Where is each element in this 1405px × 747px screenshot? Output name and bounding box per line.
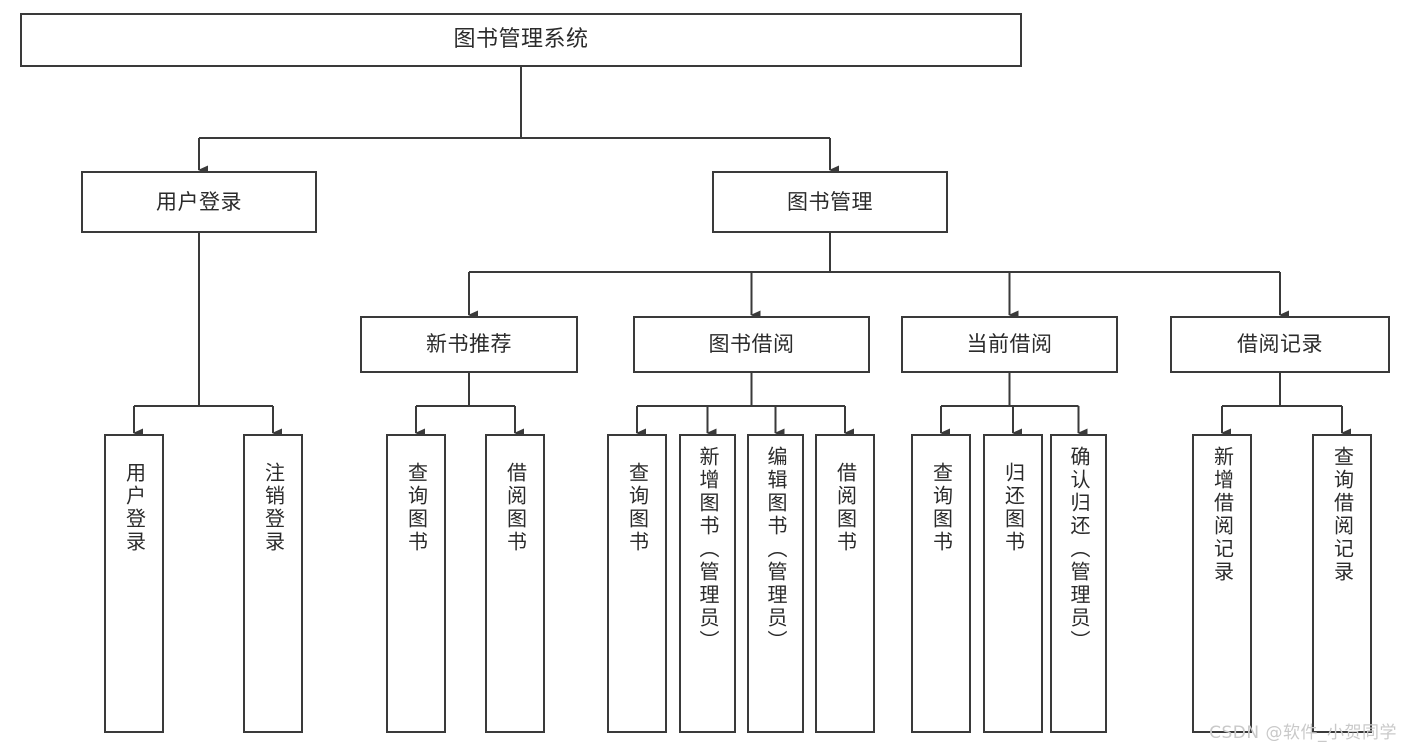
node-leaf-user-login-label: 用户登录 (122, 462, 147, 554)
node-leaf-query-book-2-label: 查询图书 (625, 462, 650, 554)
node-new-book-recommend[interactable]: 新书推荐 (360, 316, 578, 373)
node-book-borrow-label: 图书借阅 (708, 332, 795, 357)
node-current-borrow-label: 当前借阅 (966, 332, 1053, 357)
node-leaf-logout-label: 注销登录 (261, 462, 286, 554)
node-root-label: 图书管理系统 (453, 27, 589, 53)
node-leaf-query-book-3-label: 查询图书 (929, 462, 954, 554)
node-leaf-borrow-book-1[interactable]: 借阅图书 (485, 434, 545, 733)
node-leaf-return-book[interactable]: 归还图书 (983, 434, 1043, 733)
node-book-borrow[interactable]: 图书借阅 (633, 316, 870, 373)
node-leaf-add-book-label: 新增图书（管理员） (696, 446, 720, 653)
node-root[interactable]: 图书管理系统 (20, 13, 1022, 67)
node-leaf-logout[interactable]: 注销登录 (243, 434, 303, 733)
node-book-manage[interactable]: 图书管理 (712, 171, 948, 233)
node-leaf-query-book-3[interactable]: 查询图书 (911, 434, 971, 733)
node-leaf-confirm-return-label: 确认归还（管理员） (1067, 446, 1091, 653)
node-leaf-query-record-label: 查询借阅记录 (1330, 446, 1355, 584)
node-leaf-query-book-1-label: 查询图书 (404, 462, 429, 554)
node-user-login-label: 用户登录 (156, 189, 242, 214)
node-borrow-record[interactable]: 借阅记录 (1170, 316, 1390, 373)
node-new-book-recommend-label: 新书推荐 (426, 332, 512, 357)
node-leaf-user-login[interactable]: 用户登录 (104, 434, 164, 733)
node-leaf-add-book[interactable]: 新增图书（管理员） (679, 434, 736, 733)
node-leaf-add-record[interactable]: 新增借阅记录 (1192, 434, 1252, 733)
node-current-borrow[interactable]: 当前借阅 (901, 316, 1118, 373)
node-leaf-query-book-2[interactable]: 查询图书 (607, 434, 667, 733)
node-leaf-confirm-return[interactable]: 确认归还（管理员） (1050, 434, 1107, 733)
node-leaf-query-book-1[interactable]: 查询图书 (386, 434, 446, 733)
node-leaf-borrow-book-2[interactable]: 借阅图书 (815, 434, 875, 733)
node-book-manage-label: 图书管理 (787, 189, 873, 214)
node-leaf-borrow-book-1-label: 借阅图书 (503, 462, 528, 554)
node-leaf-query-record[interactable]: 查询借阅记录 (1312, 434, 1372, 733)
node-borrow-record-label: 借阅记录 (1237, 332, 1323, 357)
node-leaf-edit-book-label: 编辑图书（管理员） (764, 446, 788, 653)
node-leaf-add-record-label: 新增借阅记录 (1210, 446, 1235, 584)
node-user-login[interactable]: 用户登录 (81, 171, 317, 233)
node-leaf-return-book-label: 归还图书 (1001, 462, 1026, 554)
node-leaf-borrow-book-2-label: 借阅图书 (833, 462, 858, 554)
edges-group (132, 67, 1351, 438)
node-leaf-edit-book[interactable]: 编辑图书（管理员） (747, 434, 804, 733)
